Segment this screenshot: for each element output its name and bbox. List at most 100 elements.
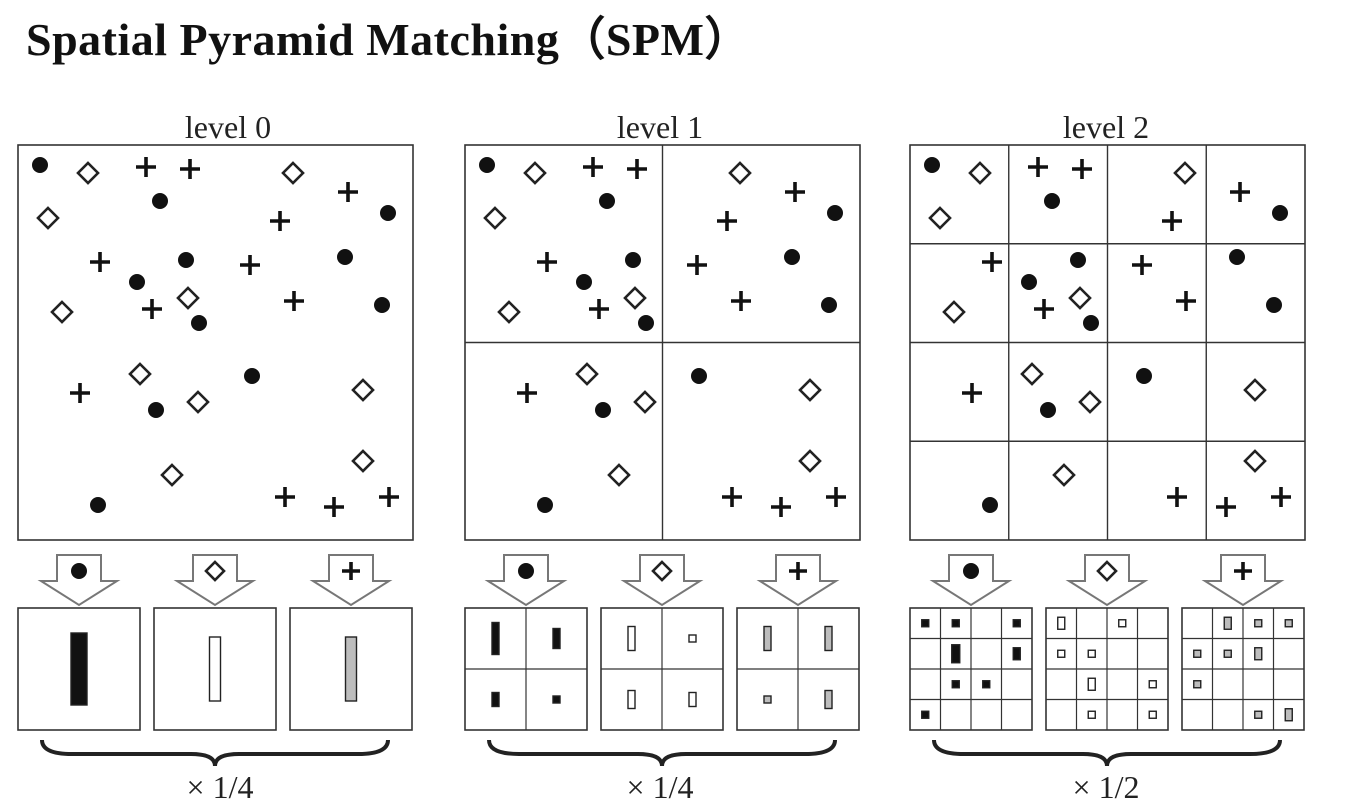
dot-icon <box>178 252 194 268</box>
dot-icon <box>244 368 260 384</box>
diamond-icon <box>798 378 822 402</box>
histogram-bar <box>1012 647 1021 661</box>
level-0-group: level 0× 1/4 <box>17 109 414 805</box>
plus-icon <box>284 291 304 311</box>
plus-icon <box>589 299 609 319</box>
histogram-bar <box>552 695 561 704</box>
dot-icon <box>537 497 553 513</box>
feature-panel <box>17 144 414 541</box>
dot-icon <box>479 157 495 173</box>
down-arrow <box>37 554 121 607</box>
diamond-icon <box>1243 449 1267 473</box>
plus-icon <box>962 383 982 403</box>
plus-icon <box>1234 562 1252 580</box>
dot-icon <box>518 563 534 579</box>
plus-icon <box>785 182 805 202</box>
scale-label: × 1/4 <box>627 769 694 805</box>
histogram-bar <box>824 625 833 652</box>
plus-icon <box>982 252 1002 272</box>
plus-icon <box>1271 487 1291 507</box>
dot-icon <box>691 368 707 384</box>
histogram-bar <box>491 621 500 656</box>
histogram-bar <box>1087 677 1096 691</box>
diamond-icon <box>351 449 375 473</box>
down-arrow <box>929 554 1013 607</box>
histogram-bar <box>208 636 222 702</box>
curly-brace <box>40 739 390 767</box>
dot-icon <box>71 563 87 579</box>
diamond-icon <box>50 300 74 324</box>
plus-icon <box>338 182 358 202</box>
dot-icon <box>380 205 396 221</box>
plus-icon <box>731 291 751 311</box>
dot-icon <box>337 249 353 265</box>
histogram-bar <box>921 619 930 628</box>
plus-icon <box>1162 211 1182 231</box>
plus-icon <box>717 211 737 231</box>
diamond-icon <box>1078 390 1102 414</box>
histogram-bar <box>951 680 960 689</box>
histogram-bar <box>1118 619 1127 628</box>
diamond-icon <box>497 300 521 324</box>
plus-icon <box>324 497 344 517</box>
histogram-bar <box>1193 649 1202 658</box>
plus-icon <box>627 159 647 179</box>
diamond-icon <box>36 206 60 230</box>
diamond-icon <box>728 161 752 185</box>
plus-icon <box>537 252 557 272</box>
diamond-icon <box>1052 463 1076 487</box>
histogram-bar <box>70 632 88 706</box>
diamond-icon <box>623 286 647 310</box>
level-label: level 2 <box>1063 109 1149 145</box>
plus-icon <box>70 383 90 403</box>
plus-icon <box>379 487 399 507</box>
histogram-bar <box>1223 616 1232 630</box>
dot-icon <box>152 193 168 209</box>
dot-icon <box>625 252 641 268</box>
plus-icon <box>136 157 156 177</box>
dot-icon <box>1136 368 1152 384</box>
plus-icon <box>1167 487 1187 507</box>
scale-label: × 1/2 <box>1073 769 1140 805</box>
diamond-icon <box>204 560 226 582</box>
plus-icon <box>517 383 537 403</box>
dot-icon <box>148 402 164 418</box>
plus-icon <box>270 211 290 231</box>
histogram-bar <box>1284 619 1293 628</box>
histogram-bar <box>951 619 960 628</box>
diamond-icon <box>942 300 966 324</box>
dot-icon <box>827 205 843 221</box>
diamond-icon <box>607 463 631 487</box>
plus-icon <box>687 255 707 275</box>
histogram-bar <box>1223 649 1232 658</box>
dot-icon <box>599 193 615 209</box>
histogram-bar <box>1012 619 1021 628</box>
curly-brace <box>487 739 837 767</box>
plus-icon <box>771 497 791 517</box>
histogram-bar <box>1087 710 1096 719</box>
diamond-icon <box>1068 286 1092 310</box>
diamond-icon <box>351 378 375 402</box>
diamond-icon <box>76 161 100 185</box>
curly-brace <box>932 739 1282 767</box>
diamond-icon <box>928 206 952 230</box>
dot-icon <box>90 497 106 513</box>
diamond-icon <box>633 390 657 414</box>
plus-icon <box>1034 299 1054 319</box>
plus-icon <box>722 487 742 507</box>
histogram-bar <box>627 625 636 652</box>
histogram-bar <box>951 644 961 664</box>
diamond-icon <box>1096 560 1118 582</box>
plus-icon <box>342 562 360 580</box>
plus-icon <box>583 157 603 177</box>
histogram-bar <box>921 710 930 719</box>
plus-icon <box>1132 255 1152 275</box>
histogram-bar <box>688 634 697 643</box>
histogram-bar <box>1284 708 1293 722</box>
dot-icon <box>821 297 837 313</box>
dot-icon <box>784 249 800 265</box>
dot-icon <box>638 315 654 331</box>
diamond-icon <box>968 161 992 185</box>
page-title: Spatial Pyramid Matching（SPM） <box>26 14 751 65</box>
